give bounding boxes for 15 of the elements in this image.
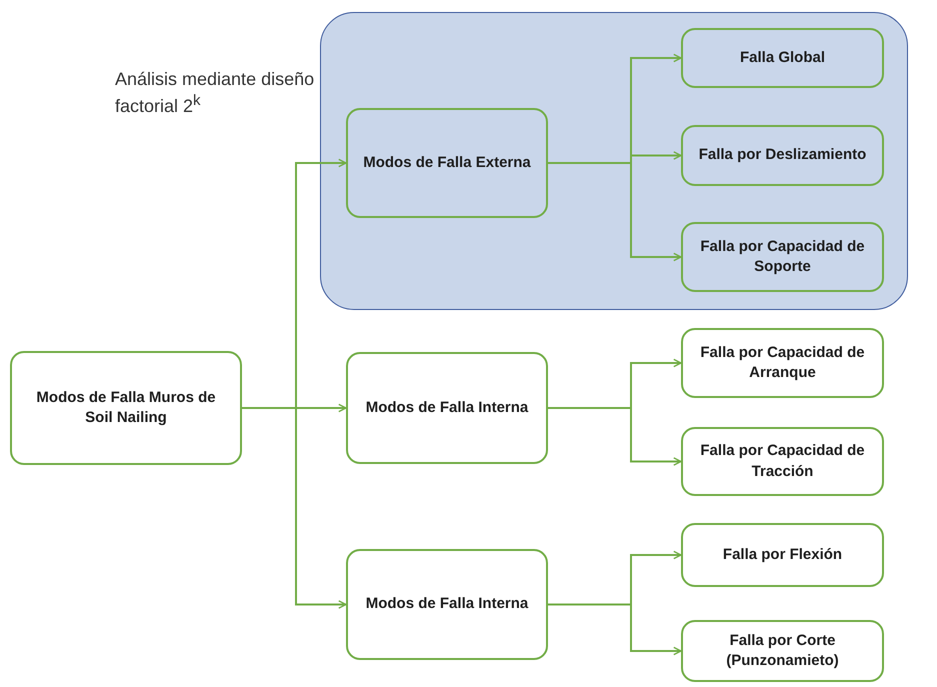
process-box: Falla por Deslizamiento <box>681 125 884 186</box>
arrow <box>548 407 682 466</box>
process-box: Modos de Falla Externa <box>346 108 548 218</box>
process-box: Falla por Flexión <box>681 523 884 587</box>
group-heading: Análisis mediante diseño factorial 2$^{k}$ <box>115 68 315 118</box>
process-box: Modos de Falla Muros de Soil Nailing <box>10 351 242 465</box>
process-box: Falla por Capacidad de Soporte <box>681 222 884 292</box>
process-box: Falla por Corte (Punzonamieto) <box>681 620 884 682</box>
process-box: Modos de Falla Interna <box>346 549 548 660</box>
process-box: Falla por Capacidad de Tracción <box>681 427 884 496</box>
arrow <box>548 604 682 656</box>
arrow <box>242 407 347 609</box>
process-box: Falla por Capacidad de Arranque <box>681 328 884 398</box>
process-box: Modos de Falla Interna <box>346 352 548 464</box>
process-box: Falla Global <box>681 28 884 88</box>
